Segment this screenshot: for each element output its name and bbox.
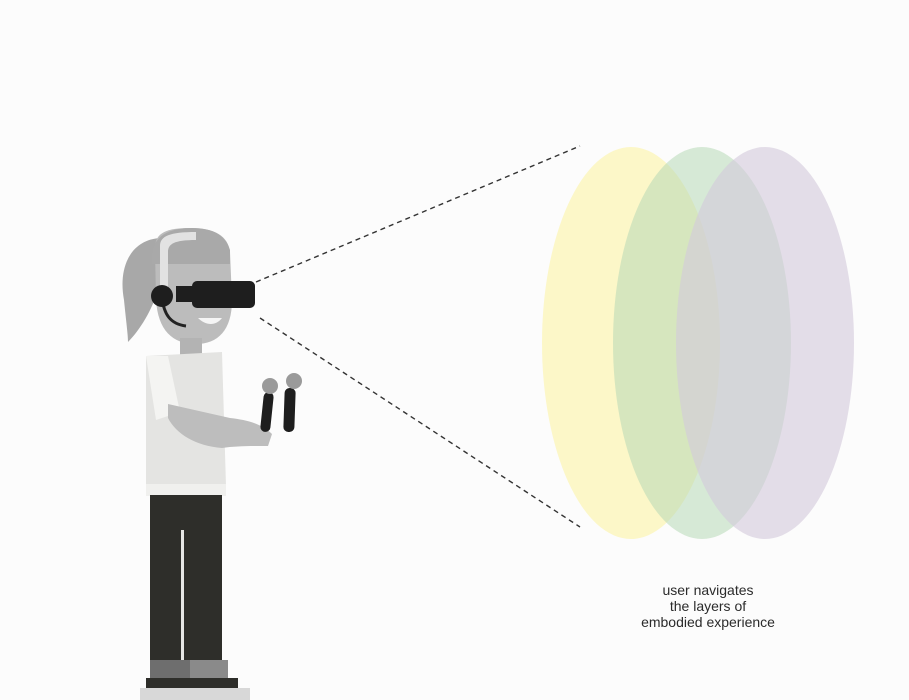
pants-seam	[181, 530, 184, 660]
vr-headset	[192, 281, 255, 308]
diagram-caption: user navigates the layers of embodied ex…	[603, 582, 813, 630]
motion-controllers	[260, 373, 302, 432]
ground	[140, 688, 250, 700]
controller-right-tip	[286, 373, 302, 389]
controller-right	[283, 388, 296, 432]
caption-line-2: the layers of	[603, 598, 813, 614]
ear-piece	[151, 285, 173, 307]
sight-line-upper	[256, 146, 580, 282]
shoe-right	[190, 660, 228, 680]
caption-line-1: user navigates	[603, 582, 813, 598]
layer-lavender	[676, 147, 854, 539]
shoe-sole	[146, 678, 238, 688]
headset-band	[176, 286, 194, 302]
vr-user-figure	[123, 228, 303, 700]
controller-left-tip	[262, 378, 278, 394]
sight-lines	[256, 146, 580, 527]
caption-line-3: embodied experience	[603, 614, 813, 630]
experience-layers	[542, 147, 854, 539]
controller-left	[260, 392, 274, 433]
sight-line-lower	[260, 318, 580, 527]
pants	[150, 495, 222, 660]
shoe-left	[150, 660, 190, 680]
belt	[146, 484, 226, 496]
